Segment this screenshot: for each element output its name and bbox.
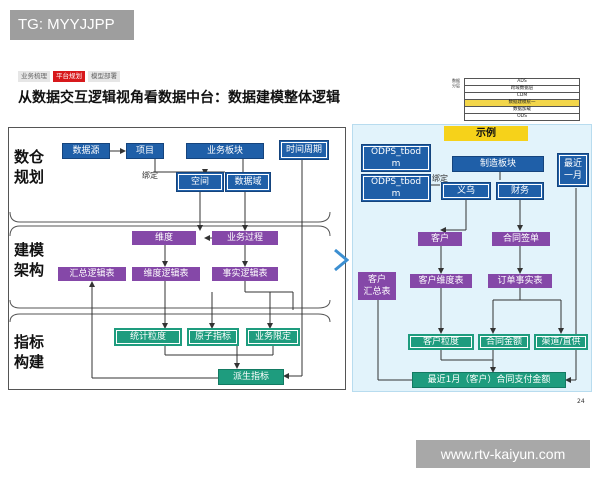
box-dim-table: 维度逻辑表 <box>132 267 200 281</box>
bind-label-right: 绑定 <box>432 174 448 183</box>
box-order-fact: 订单事实表 <box>488 274 552 288</box>
box-atomic-metric: 原子指标 <box>187 328 239 346</box>
box-manufacturing: 制造板块 <box>452 156 544 172</box>
box-customer-dim: 客户维度表 <box>410 274 472 288</box>
box-biz-block: 业务板块 <box>186 143 264 159</box>
data-layer-thumbnail: 数据分层 ADS 跨域数据层 CDM 数据建模统一 数据加载 ODS <box>452 72 582 121</box>
box-contract-amount: 合同金额 <box>478 334 530 350</box>
breadcrumb: 业务梳理 平台规划 模型部署 <box>18 71 120 82</box>
box-customer-granularity: 客户粒度 <box>408 334 474 350</box>
box-granularity: 统计粒度 <box>114 328 182 346</box>
box-finance: 财务 <box>496 182 544 200</box>
box-yiwu: 义乌 <box>441 182 491 200</box>
transition-arrow-icon <box>334 248 349 272</box>
box-channel: 渠道/直供 <box>534 334 588 350</box>
box-data-domain: 数据域 <box>225 172 271 192</box>
box-time-period: 时间周期 <box>279 140 329 160</box>
watermark-top: TG: MYYJJPP <box>10 10 134 40</box>
layer-side-label: 数据分层 <box>452 78 460 88</box>
box-customer-summary: 客户 汇总表 <box>358 272 396 300</box>
box-summary-table: 汇总逻辑表 <box>58 267 126 281</box>
box-datasource: 数据源 <box>62 143 110 159</box>
breadcrumb-item-model: 模型部署 <box>88 71 120 82</box>
box-odps-space: ODPS_tbod m <box>361 174 431 202</box>
box-recent-month: 最近 一月 <box>557 153 589 187</box>
box-space: 空间 <box>176 172 224 192</box>
box-dimension: 维度 <box>132 231 196 245</box>
breadcrumb-item-business: 业务梳理 <box>18 71 50 82</box>
page-number: 24 <box>577 398 585 405</box>
box-biz-limit: 业务限定 <box>246 328 300 346</box>
section-label-metrics: 指标 构建 <box>14 333 45 371</box>
section-label-planning: 数仓 规划 <box>14 148 45 186</box>
breadcrumb-item-platform: 平台规划 <box>53 71 85 82</box>
box-biz-process: 业务过程 <box>212 231 278 245</box>
box-odps-project: ODPS_tbod m <box>361 144 431 172</box>
box-fact-table: 事实逻辑表 <box>212 267 278 281</box>
example-header: 示例 <box>444 126 528 141</box>
watermark-bottom: www.rtv-kaiyun.com <box>416 440 590 468</box>
box-customer: 客户 <box>418 232 462 246</box>
box-derived-metric: 派生指标 <box>218 369 284 385</box>
box-project: 项目 <box>126 143 164 159</box>
box-result-metric: 最近1月（客户）合同支付金额 <box>412 372 566 388</box>
framework-panel <box>8 127 346 390</box>
layer-ods: ODS <box>464 113 580 121</box>
bind-label-left: 绑定 <box>142 171 158 180</box>
section-label-modeling: 建模 架构 <box>14 241 45 279</box>
page-title: 从数据交互逻辑视角看数据中台：数据建模整体逻辑 <box>18 90 340 106</box>
box-contract-sign: 合同签单 <box>492 232 550 246</box>
